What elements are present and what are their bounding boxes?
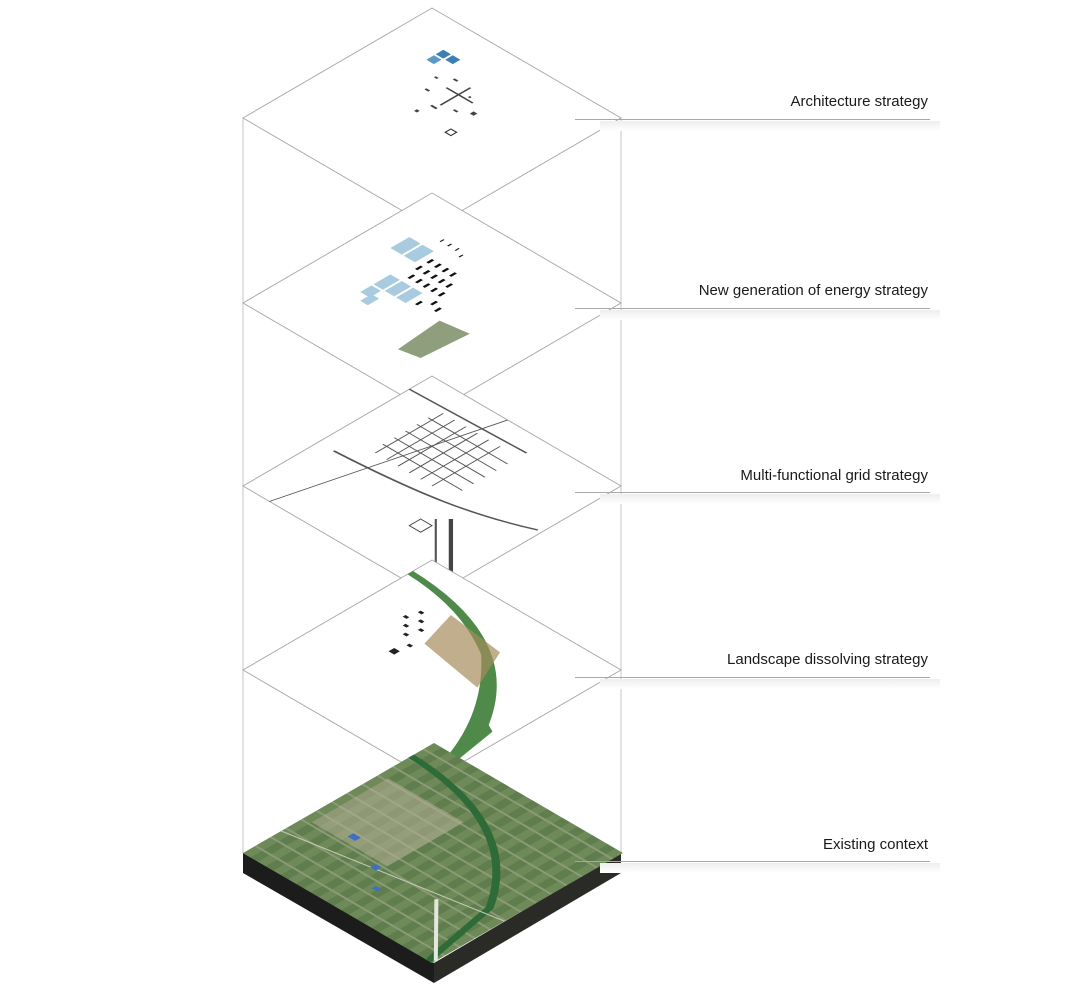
label-shadow: [600, 310, 940, 320]
layer-grid: [242, 375, 622, 597]
layer-landscape: [242, 559, 622, 781]
label-shadow: [600, 121, 940, 131]
label-architecture-strategy: Architecture strategy: [790, 93, 928, 110]
leader-line: [575, 308, 930, 309]
label-grid-strategy: Multi-functional grid strategy: [740, 467, 928, 484]
leader-line: [575, 677, 930, 678]
leader-line: [575, 119, 930, 120]
label-existing-context: Existing context: [822, 836, 928, 853]
leader-line: [575, 492, 930, 493]
label-energy-strategy: New generation of energy strategy: [698, 282, 928, 299]
leader-line: [575, 861, 930, 862]
layer-architecture: [242, 7, 622, 229]
label-shadow: [600, 863, 940, 873]
layer-energy: [242, 192, 622, 414]
label-shadow: [600, 494, 940, 504]
label-shadow: [600, 679, 940, 689]
base-existing-context: [242, 743, 623, 983]
label-landscape-strategy: Landscape dissolving strategy: [727, 651, 928, 668]
